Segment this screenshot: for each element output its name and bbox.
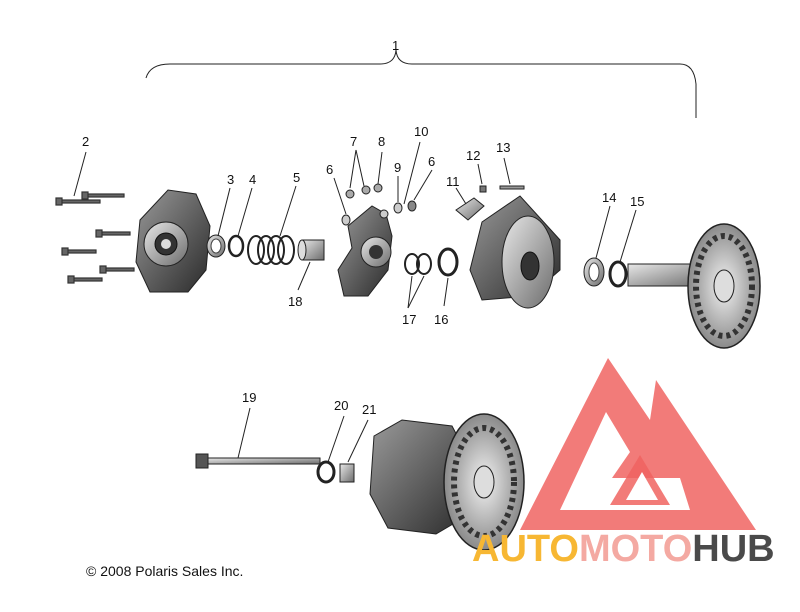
clutch-assembly bbox=[369, 413, 525, 551]
bolt-set bbox=[55, 191, 135, 284]
seal-ring bbox=[437, 247, 459, 277]
callout-8: 8 bbox=[378, 134, 385, 149]
watermark-hub: HUB bbox=[692, 528, 775, 570]
sheave-bushing bbox=[583, 257, 605, 287]
callout-6b: 6 bbox=[428, 154, 435, 169]
spider-bushing bbox=[297, 239, 325, 261]
callout-20: 20 bbox=[334, 398, 348, 413]
callout-12: 12 bbox=[466, 148, 480, 163]
callout-19: 19 bbox=[242, 390, 256, 405]
callout-3: 3 bbox=[227, 172, 234, 187]
weight-pin bbox=[499, 185, 525, 190]
callout-9: 9 bbox=[394, 160, 401, 175]
leader-lines bbox=[73, 141, 637, 463]
watermark-auto: AUTO bbox=[472, 528, 579, 570]
callout-2: 2 bbox=[82, 134, 89, 149]
callout-17: 17 bbox=[402, 312, 416, 327]
watermark-logo bbox=[520, 358, 756, 530]
watermark-brand: AUTOMOTOHUB bbox=[472, 528, 775, 571]
sheave-ring bbox=[608, 260, 628, 288]
shift-weight bbox=[455, 197, 485, 221]
callout-7: 7 bbox=[350, 134, 357, 149]
clutch-cover bbox=[135, 189, 211, 293]
callout-21: 21 bbox=[362, 402, 376, 417]
roller-parts bbox=[341, 183, 417, 226]
lock-nut bbox=[479, 185, 487, 193]
bolt-washer bbox=[316, 460, 336, 484]
callout-11: 11 bbox=[446, 174, 460, 189]
watermark-moto: MOTO bbox=[578, 528, 693, 570]
callout-15: 15 bbox=[630, 194, 644, 209]
callout-14: 14 bbox=[602, 190, 616, 205]
moveable-sheave bbox=[469, 195, 561, 309]
fixed-sheave bbox=[627, 223, 761, 349]
clutch-spring bbox=[247, 235, 295, 265]
callout-13: 13 bbox=[496, 140, 510, 155]
copyright-text: © 2008 Polaris Sales Inc. bbox=[86, 563, 244, 579]
spider bbox=[337, 205, 393, 297]
callout-5: 5 bbox=[293, 170, 300, 185]
callout-18: 18 bbox=[288, 294, 302, 309]
callout-1: 1 bbox=[392, 38, 399, 53]
assembly-bracket bbox=[145, 49, 697, 118]
long-bolt bbox=[195, 453, 321, 469]
callout-10: 10 bbox=[414, 124, 428, 139]
callout-4: 4 bbox=[249, 172, 256, 187]
washer-ring bbox=[227, 234, 245, 258]
bushing-ring bbox=[206, 234, 226, 258]
callout-16: 16 bbox=[434, 312, 448, 327]
callout-6a: 6 bbox=[326, 162, 333, 177]
shim-washers bbox=[404, 253, 432, 275]
bolt-spacer bbox=[339, 463, 355, 483]
